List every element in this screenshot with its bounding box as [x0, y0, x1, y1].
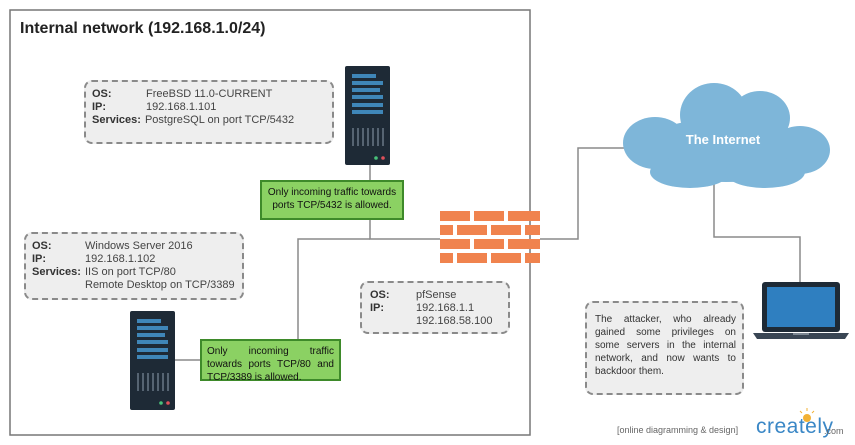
services-value-2: Remote Desktop on TCP/3389 [85, 279, 235, 291]
ip-value: 192.168.1.102 [85, 253, 156, 265]
fw-ip-row: IP: 192.168.1.1 [370, 302, 502, 315]
db-firewall-rule: Only incoming traffic towards ports TCP/… [260, 180, 404, 220]
ip-value: 192.168.1.101 [146, 101, 217, 113]
creately-brand[interactable]: creately [756, 415, 834, 438]
os-value: Windows Server 2016 [85, 240, 193, 252]
creately-brand-suffix: .com [824, 426, 844, 436]
win-os-row: OS: Windows Server 2016 [32, 240, 236, 253]
services-label: Services: [32, 266, 81, 278]
attacker-link [713, 180, 801, 282]
windows-firewall-rule: Only incoming traffic towards ports TCP/… [200, 339, 341, 383]
firewall-icon [440, 211, 540, 263]
services-value: PostgreSQL on port TCP/5432 [144, 114, 295, 126]
db-ip-row: IP: 192.168.1.101 [92, 101, 326, 114]
creately-logo-icon [799, 408, 815, 422]
db-server-info: OS: FreeBSD 11.0-CURRENT IP: 192.168.1.1… [84, 80, 334, 144]
os-value: FreeBSD 11.0-CURRENT [146, 88, 273, 100]
db-os-row: OS: FreeBSD 11.0-CURRENT [92, 88, 326, 101]
fw-os-row: OS: pfSense [370, 289, 502, 302]
services-label: Services: [92, 114, 141, 126]
ip-label: IP: [32, 253, 47, 265]
win-services-row: Services: IIS on port TCP/80 [32, 266, 236, 279]
os-label: OS: [92, 88, 112, 100]
internet-link [540, 147, 645, 240]
ip-value-2: 192.168.58.100 [416, 315, 493, 327]
os-label: OS: [32, 240, 52, 252]
os-value: pfSense [416, 289, 457, 301]
windows-server-icon [130, 311, 175, 410]
os-label: OS: [370, 289, 390, 301]
win-services-row-2: Remote Desktop on TCP/3389 [32, 279, 236, 292]
attacker-note: The attacker, who already gained some pr… [585, 301, 744, 395]
ip-label: IP: [370, 302, 385, 314]
fw-ip-row-2: 192.168.58.100 [370, 315, 502, 328]
internal-network-boundary [9, 9, 531, 436]
internet-label: The Internet [685, 132, 761, 147]
db-services-row: Services: PostgreSQL on port TCP/5432 [92, 114, 326, 127]
firewall-info: OS: pfSense IP: 192.168.1.1 192.168.58.1… [360, 281, 510, 334]
win-ip-row: IP: 192.168.1.102 [32, 253, 236, 266]
db-server-icon [345, 66, 390, 165]
ip-value: 192.168.1.1 [416, 302, 475, 314]
windows-server-info: OS: Windows Server 2016 IP: 192.168.1.10… [24, 232, 244, 300]
network-title: Internal network (192.168.1.0/24) [20, 20, 266, 37]
attacker-laptop-icon [753, 282, 849, 339]
footer-caption: [online diagramming & design] [617, 425, 739, 435]
ip-label: IP: [92, 101, 107, 113]
services-value: IIS on port TCP/80 [85, 266, 176, 278]
internet-cloud [623, 83, 830, 188]
